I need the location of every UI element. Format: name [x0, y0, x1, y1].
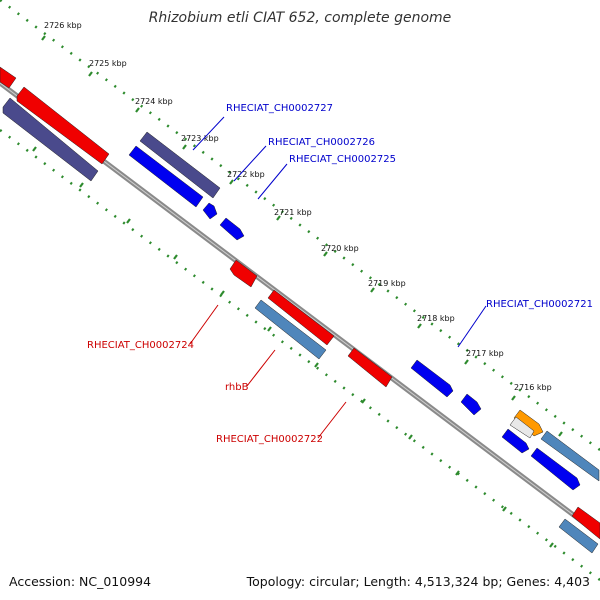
gene-feature-steel-blue-middle: [254, 299, 327, 360]
gene-features: [0, 66, 600, 554]
gene-leader-lines: [189, 116, 487, 439]
summary-footer: Topology: circular; Length: 4,513,324 bp…: [246, 574, 590, 589]
gene-label-rhbb: rhbB: [225, 382, 249, 393]
gene-feature-blue-small-1: [202, 202, 218, 220]
gene-feature-red-partial-top: [0, 66, 17, 89]
gene-label-ch0002724: RHECIAT_CH0002724: [87, 340, 194, 351]
tick-label-2718: 2718 kbp: [417, 314, 455, 323]
tick-label-2722: 2722 kbp: [227, 170, 265, 179]
tick-label-2725: 2725 kbp: [89, 59, 127, 68]
gene-feature-blue-small-2: [219, 217, 245, 241]
gene-feature-red-long: [16, 86, 110, 165]
inner-major-ticks: [32, 146, 554, 548]
tick-label-2726: 2726 kbp: [44, 21, 82, 30]
tick-label-2719: 2719 kbp: [368, 279, 406, 288]
gene-label-ch0002726: RHECIAT_CH0002726: [268, 137, 375, 148]
gene-feature-dark-blue-upper: [139, 131, 221, 199]
gene-feature-white-small: [509, 416, 535, 439]
gene-feature-steel-blue-right: [540, 430, 600, 482]
gene-feature-blue-long: [128, 145, 204, 208]
gene-feature-dark-blue-long: [2, 97, 99, 182]
gene-label-ch0002722: RHECIAT_CH0002722: [216, 434, 323, 445]
outer-tick-line: [0, 0, 600, 451]
gene-feature-red-small: [229, 259, 258, 288]
gene-feature-blue-right-2: [460, 393, 482, 416]
gene-feature-red-right: [347, 347, 393, 388]
inner-tick-line: [0, 129, 600, 581]
tick-label-2717: 2717 kbp: [466, 349, 504, 358]
gene-feature-blue-right-4: [530, 447, 581, 491]
gene-label-ch0002727: RHECIAT_CH0002727: [226, 103, 333, 114]
outer-major-ticks: [41, 35, 563, 437]
map-title: Rhizobium etli CIAT 652, complete genome: [148, 10, 452, 26]
gene-feature-steel-blue-bottom-right: [558, 518, 599, 554]
accession-footer: Accession: NC_010994: [9, 574, 152, 589]
gene-label-ch0002725: RHECIAT_CH0002725: [289, 154, 396, 165]
gene-label-ch0002721: RHECIAT_CH0002721: [486, 299, 593, 310]
tick-label-2716: 2716 kbp: [514, 383, 552, 392]
gene-feature-red-middle: [267, 289, 335, 346]
tick-label-2724: 2724 kbp: [135, 97, 173, 106]
gene-feature-blue-right-3: [501, 428, 530, 454]
tick-label-2721: 2721 kbp: [274, 208, 312, 217]
gene-feature-blue-right-1: [410, 359, 454, 398]
tick-label-2720: 2720 kbp: [321, 244, 359, 253]
tick-label-2723: 2723 kbp: [181, 134, 219, 143]
gene-feature-red-bottom-right: [571, 506, 600, 540]
